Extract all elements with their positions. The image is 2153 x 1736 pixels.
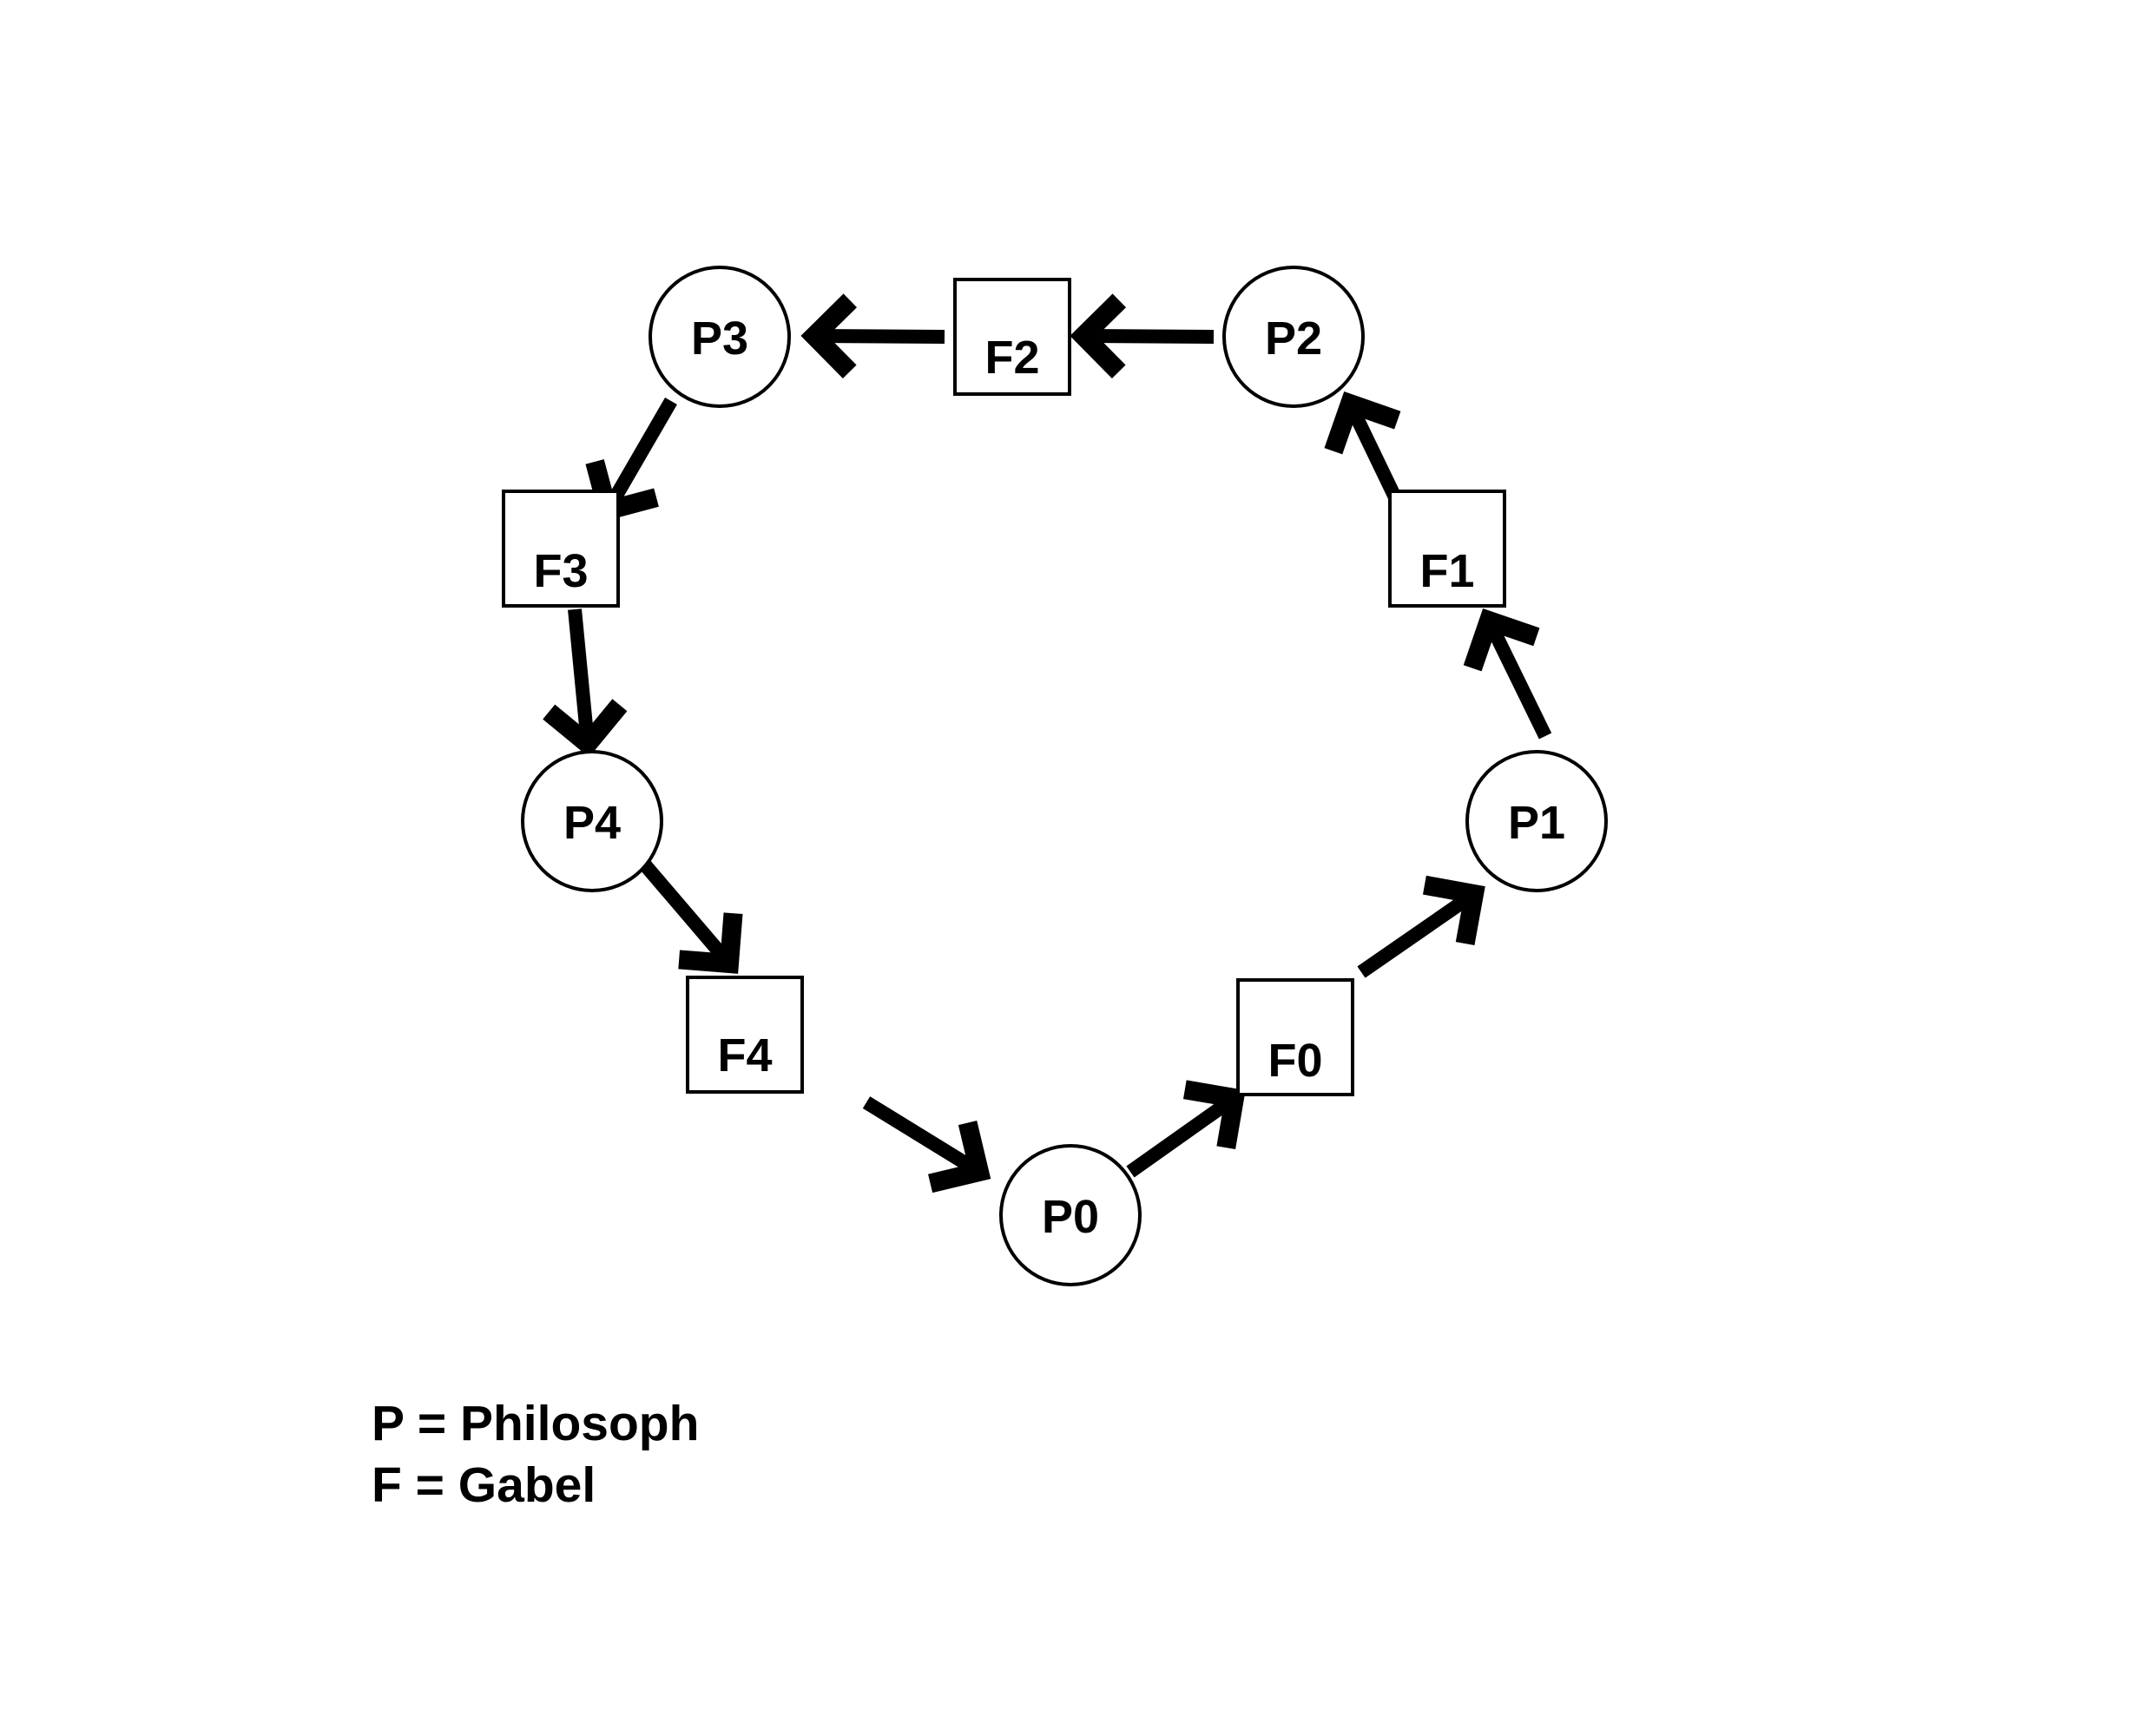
arrow-p4-to-f4 [636,857,743,974]
arrow-head [678,912,743,974]
philosopher-label: P4 [563,797,621,849]
arrow-f3-to-p4 [543,608,628,758]
arrow-p1-to-f1 [1463,608,1552,740]
arrow-head [1324,391,1401,455]
fork-label: F4 [717,1029,772,1082]
arrow-head [928,1121,991,1194]
fork-label: F2 [984,332,1039,384]
philosopher-node-p3: P3 [649,266,791,408]
fork-node-f0: F0 [1236,978,1354,1096]
fork-label: F0 [1267,1035,1322,1087]
arrow-p2-to-f2 [1070,293,1215,379]
fork-node-f1: F1 [1388,490,1506,608]
arrow-shaft [568,608,595,745]
fork-node-f2: F2 [953,278,1071,396]
arrow-head [543,699,628,758]
arrow-f2-to-p3 [800,293,945,379]
arrow-shaft [813,329,945,344]
arrow-f0-to-p1 [1357,875,1485,978]
arrow-shaft [636,857,735,969]
arrow-shaft [1357,888,1478,978]
arrow-head [1463,608,1540,672]
philosopher-node-p2: P2 [1222,266,1365,408]
philosopher-node-p4: P4 [521,750,663,892]
arrow-head [1070,293,1127,379]
legend-philosopher: P = Philosoph [372,1396,699,1451]
fork-label: F1 [1419,545,1474,597]
philosopher-node-p0: P0 [999,1144,1142,1286]
fork-label: F3 [533,545,588,597]
arrow-head [1422,875,1485,946]
fork-node-f4: F4 [686,976,804,1094]
arrow-shaft [1482,617,1552,740]
legend-fork: F = Gabel [372,1457,596,1513]
arrow-shaft [862,1096,984,1178]
legend: P = Philosoph F = Gabel [372,1396,699,1513]
philosopher-label: P0 [1042,1191,1099,1243]
arrow-shaft [1083,329,1215,344]
arrow-f4-to-p0 [862,1096,991,1194]
arrow-head [800,293,858,379]
arrow-head [1182,1080,1246,1150]
arrow-shaft [1126,1092,1239,1178]
philosopher-node-p1: P1 [1465,750,1608,892]
philosopher-label: P3 [691,312,748,365]
philosopher-label: P1 [1508,797,1565,849]
philosopher-label: P2 [1265,312,1322,365]
fork-node-f3: F3 [502,490,620,608]
arrow-p0-to-f0 [1126,1080,1246,1178]
